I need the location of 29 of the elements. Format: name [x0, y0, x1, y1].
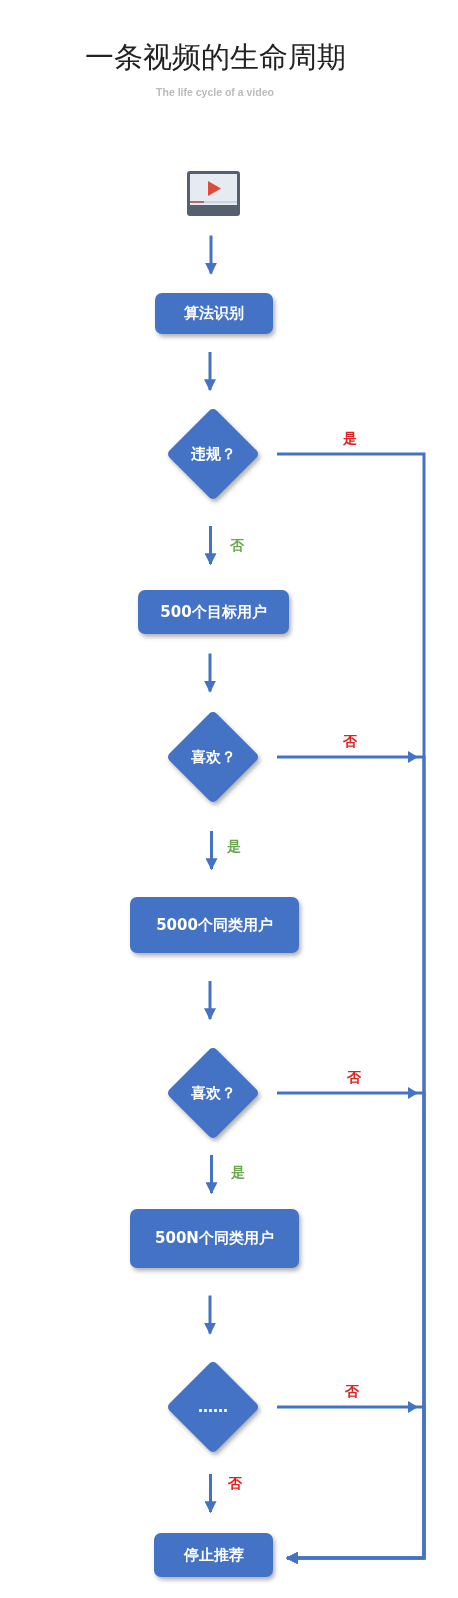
edge-label: 否: [343, 733, 357, 749]
node-label: 算法识别: [184, 304, 244, 323]
decision-diamond: [167, 711, 259, 803]
title: 一条视频的生命周期: [83, 39, 347, 76]
node-label: 500N个同类用户: [155, 1229, 274, 1248]
edge-label: 否: [228, 1475, 242, 1491]
node-label: 喜欢？: [190, 747, 236, 767]
edge-label: 否: [347, 1069, 361, 1085]
process-box: [130, 1209, 299, 1268]
video-player-icon: [187, 171, 240, 216]
process-box: [155, 293, 273, 334]
process-box: [154, 1533, 273, 1577]
process-box: [130, 897, 299, 953]
node-label: 5000个同类用户: [156, 915, 273, 935]
edge-label: 是: [343, 430, 357, 446]
edge-label: 否: [230, 537, 244, 553]
process-box: [138, 590, 289, 634]
decision-diamond: [167, 408, 259, 500]
node-label: 违规？: [190, 444, 236, 464]
node-label: 喜欢？: [190, 1083, 236, 1103]
edge-label: 否: [345, 1383, 359, 1399]
decision-diamond: [167, 1047, 259, 1139]
node-label: 500个目标用户: [160, 602, 267, 622]
node-label: ……: [198, 1398, 228, 1416]
subtitle: The life cycle of a video: [155, 86, 275, 98]
edge-label: 是: [231, 1164, 245, 1180]
edge-label: 是: [227, 838, 241, 854]
decision-diamond: [167, 1361, 259, 1453]
node-label: 停止推荐: [183, 1545, 244, 1565]
